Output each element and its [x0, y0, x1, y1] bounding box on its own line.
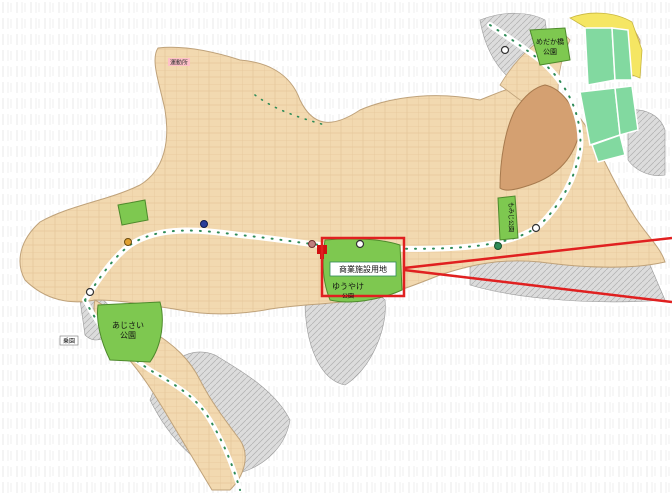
label-right-small-park: もみじ公園 [507, 202, 514, 232]
label-bottom-left: 乗園 [63, 338, 75, 345]
stop-marker[interactable] [124, 238, 132, 246]
label-top-right-park-suffix: 公園 [543, 48, 557, 56]
small-park-left [117, 199, 149, 226]
stop-marker[interactable] [85, 287, 95, 297]
momiji-park [497, 195, 519, 241]
map-labels: 運動所 商業施設用地 ゆうやけ 公園 あじさい 公園 めだか橋 公園 もみじ公園… [59, 37, 564, 346]
label-top-right-park: めだか橋 [536, 37, 564, 46]
label-left-park-suffix: 公園 [120, 331, 136, 340]
parks [97, 27, 571, 363]
stop-marker[interactable] [531, 223, 541, 233]
label-commercial: 商業施設用地 [339, 264, 387, 274]
pointer-line [403, 236, 672, 270]
medaka-park [529, 27, 571, 66]
label-left-park: あじさい [112, 321, 144, 330]
ajisai-park [97, 301, 163, 363]
stop-marker[interactable] [355, 239, 365, 249]
route-stops [85, 45, 541, 297]
label-center-park: ゆうやけ [332, 282, 364, 291]
main-road [82, 22, 584, 303]
stop-marker[interactable] [200, 220, 208, 228]
label-top-marker: 運動所 [170, 59, 188, 67]
label-center-park-suffix: 公園 [342, 293, 354, 300]
light-green-area [579, 27, 639, 163]
stop-marker[interactable] [494, 242, 502, 250]
stop-marker[interactable] [500, 45, 510, 55]
pointer-line [403, 268, 672, 304]
stop-marker[interactable] [308, 240, 316, 248]
